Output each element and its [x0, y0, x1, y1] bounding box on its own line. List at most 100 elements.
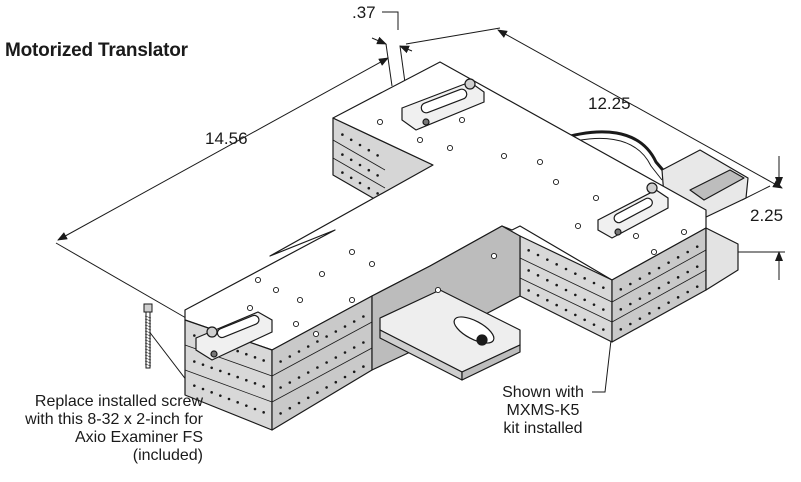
side-hole	[555, 303, 558, 307]
offset-arrow-right	[399, 45, 413, 54]
side-hole	[602, 308, 605, 311]
side-hole	[638, 277, 642, 280]
side-hole	[657, 286, 661, 290]
side-hole	[306, 345, 310, 348]
clamp-front	[195, 311, 273, 361]
side-hole	[583, 318, 586, 322]
side-hole	[341, 171, 344, 174]
mounting-hole	[318, 270, 326, 278]
side-hole	[341, 133, 344, 136]
side-hole	[306, 371, 310, 374]
screw	[143, 303, 153, 369]
side-hole	[367, 148, 371, 152]
screw-note-line: (included)	[132, 447, 203, 464]
mounting-hole	[490, 252, 498, 260]
width-dimension-label: 12.25	[588, 94, 631, 113]
side-holes	[193, 133, 699, 415]
side-hole	[279, 360, 282, 363]
screw-note-line: Replace installed screw	[34, 393, 203, 410]
side-hole	[602, 328, 605, 331]
length-dimension-line	[57, 57, 389, 241]
base-plate	[705, 227, 739, 291]
side-hole	[262, 385, 265, 388]
side-hole	[686, 270, 689, 274]
side-hole	[686, 290, 689, 294]
clamps	[195, 78, 669, 361]
side-hole	[546, 258, 549, 261]
kit-note-line: Shown with	[502, 384, 584, 401]
side-hole	[227, 372, 231, 376]
screw-note: Replace installed screw with this 8-32 x…	[25, 393, 203, 465]
side-hole	[352, 320, 356, 323]
mounting-hole	[552, 178, 560, 186]
side-hole	[629, 282, 632, 286]
mounting-hole	[272, 286, 280, 294]
side-hole	[676, 256, 680, 259]
side-hole	[638, 297, 642, 300]
side-hole	[297, 350, 301, 353]
mounting-hole	[458, 116, 466, 124]
height-dimension-label: 2.25	[750, 206, 784, 225]
side-hole	[367, 186, 371, 190]
side-hole	[583, 277, 586, 280]
kit-note: Shown with MXMS-K5 kit installed	[493, 384, 593, 438]
side-hole	[201, 387, 205, 391]
side-hole	[236, 349, 239, 353]
side-hole	[362, 315, 365, 318]
side-hole	[262, 411, 265, 414]
mounting-hole	[592, 194, 600, 202]
side-hole	[695, 245, 699, 248]
side-hole	[316, 366, 319, 369]
side-hole	[592, 303, 596, 306]
side-hole	[629, 302, 632, 306]
clamp-slider	[453, 316, 495, 346]
side-hole	[536, 274, 540, 277]
side-hole	[602, 286, 605, 289]
side-hole	[367, 168, 371, 172]
mounting-hole	[446, 144, 454, 152]
side-hole	[648, 312, 651, 315]
side-hole	[306, 396, 310, 400]
mounting-hole	[376, 118, 384, 126]
side-hole	[629, 322, 632, 326]
side-hole	[236, 375, 239, 379]
side-hole	[349, 176, 353, 180]
side-hole	[358, 143, 362, 147]
side-hole	[667, 261, 670, 264]
side-hole	[657, 306, 661, 310]
side-hole	[527, 269, 530, 272]
offset-dimension-label: .37	[352, 3, 376, 22]
mounting-hole	[246, 304, 254, 312]
side-hole	[686, 250, 689, 254]
side-hole	[583, 298, 586, 302]
side-hole	[676, 296, 680, 299]
side-hole	[316, 340, 319, 343]
side-hole	[288, 381, 292, 384]
side-hole	[555, 283, 558, 287]
side-hole	[564, 308, 568, 312]
side-hole	[676, 276, 680, 279]
side-hole	[619, 288, 623, 291]
screw-note-line: Axio Examiner FS	[74, 429, 203, 446]
side-hole	[262, 359, 265, 362]
mounting-hole	[536, 158, 544, 166]
mounting-hole	[296, 296, 304, 304]
side-hole	[193, 384, 196, 387]
page-title: Motorized Translator	[5, 40, 188, 61]
side-hole	[201, 363, 205, 366]
side-hole	[297, 401, 301, 405]
side-hole	[210, 391, 213, 394]
mounting-hole	[312, 330, 320, 338]
side-hole	[349, 158, 353, 162]
clamp-top	[401, 78, 485, 131]
mounting-hole	[680, 228, 688, 236]
side-hole	[358, 181, 362, 185]
mounting-hole	[368, 260, 376, 268]
side-hole	[695, 285, 699, 288]
side-hole	[638, 317, 642, 320]
mounting-hole	[254, 276, 262, 284]
mounting-hole	[500, 152, 508, 160]
mounting-hole	[574, 222, 582, 230]
side-hole	[536, 253, 540, 257]
side-hole	[546, 278, 549, 282]
